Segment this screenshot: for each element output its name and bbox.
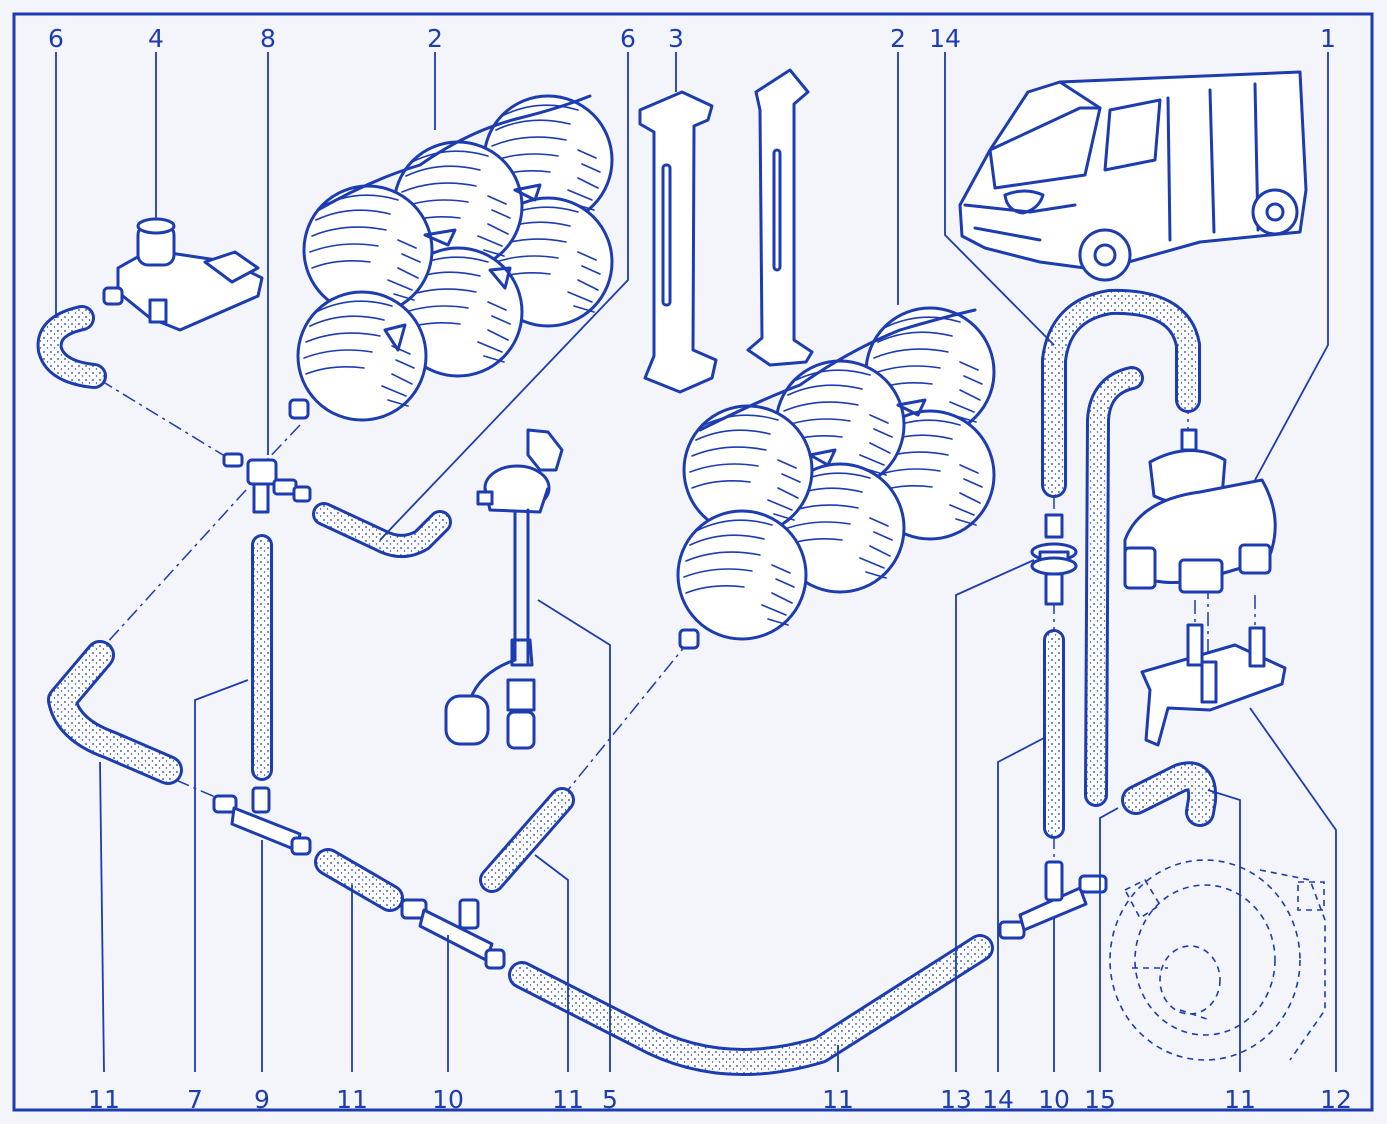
label-bottom-15: 15 xyxy=(1084,1085,1116,1114)
label-bottom-11b: 11 xyxy=(336,1085,368,1114)
label-bottom-11d: 11 xyxy=(822,1085,854,1114)
label-top-2b: 2 xyxy=(890,24,906,53)
alignment-lines xyxy=(99,379,1256,858)
top-callouts: 6 4 8 2 6 3 2 14 1 xyxy=(48,24,1336,53)
bottom-callouts: 11 7 9 11 10 11 5 11 13 14 10 15 11 12 xyxy=(88,1085,1352,1114)
label-top-1: 1 xyxy=(1320,24,1336,53)
diagram-frame xyxy=(12,12,1374,1112)
label-bottom-14: 14 xyxy=(982,1085,1014,1114)
label-bottom-11a: 11 xyxy=(88,1085,120,1114)
solenoid-valve-with-bracket xyxy=(1123,428,1287,747)
van-illustration xyxy=(958,70,1308,282)
vacuum-hoses xyxy=(36,288,1218,1076)
label-bottom-10a: 10 xyxy=(432,1085,464,1114)
label-bottom-5: 5 xyxy=(602,1085,618,1114)
label-bottom-10b: 10 xyxy=(1038,1085,1070,1114)
label-bottom-9: 9 xyxy=(254,1085,270,1114)
label-top-4: 4 xyxy=(148,24,164,53)
balloon-cluster-right xyxy=(676,306,996,650)
label-bottom-11c: 11 xyxy=(552,1085,584,1114)
label-top-3: 3 xyxy=(668,24,684,53)
t-pieces-and-check-valve xyxy=(212,452,1108,970)
label-top-8: 8 xyxy=(260,24,276,53)
label-top-6b: 6 xyxy=(620,24,636,53)
label-top-14: 14 xyxy=(929,24,961,53)
label-bottom-11e: 11 xyxy=(1224,1085,1256,1114)
label-top-6a: 6 xyxy=(48,24,64,53)
brake-servo-dashed xyxy=(1109,859,1326,1061)
label-bottom-7: 7 xyxy=(187,1085,203,1114)
label-bottom-12: 12 xyxy=(1320,1085,1352,1114)
label-top-2a: 2 xyxy=(427,24,443,53)
reservoir-with-filler xyxy=(444,428,564,750)
balloon-cluster-left xyxy=(288,94,614,422)
mounting-strap-rear xyxy=(746,68,814,367)
leader-lines xyxy=(55,52,1337,1073)
label-bottom-13: 13 xyxy=(940,1085,972,1114)
vacuum-valve xyxy=(102,217,264,332)
mounting-strap-front xyxy=(638,90,718,394)
